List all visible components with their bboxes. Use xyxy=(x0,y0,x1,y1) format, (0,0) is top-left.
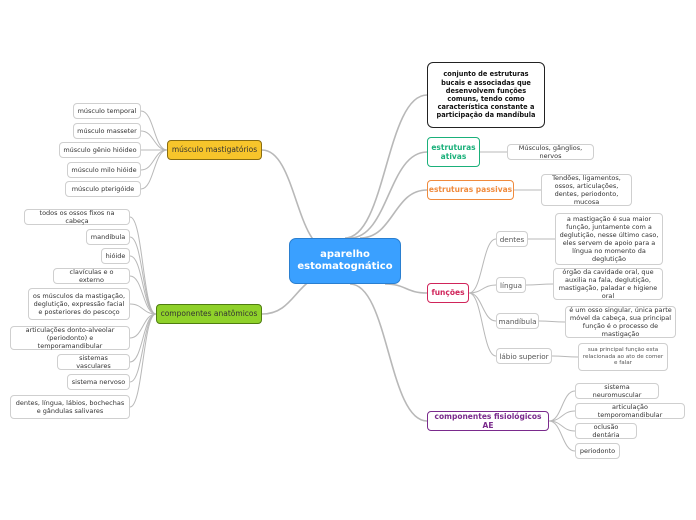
function-detail[interactable]: é um osso singular, única parte móvel da… xyxy=(565,306,676,338)
list-item[interactable]: periodonto xyxy=(575,443,620,459)
list-item[interactable]: Tendões, ligamentos, ossos, articulações… xyxy=(541,174,632,206)
central-topic[interactable]: aparelho estomatognático xyxy=(289,238,401,284)
connector-line xyxy=(548,410,576,422)
connector-line xyxy=(359,189,428,239)
connector-line xyxy=(551,355,579,358)
topic-componentes-fisiologicos[interactable]: componentes fisiológicos AE xyxy=(427,411,549,431)
connector-line xyxy=(129,313,157,408)
connector-line xyxy=(525,283,554,286)
connector-line xyxy=(140,149,168,190)
connector-line xyxy=(129,303,157,315)
list-item[interactable]: oclusão dentária xyxy=(575,423,637,439)
connector-line xyxy=(548,420,576,452)
function-labio-superior[interactable]: lábio superior xyxy=(496,348,552,364)
list-item[interactable]: músculo milo hióide xyxy=(67,162,141,178)
definition-box[interactable]: conjunto de estruturas bucais e associad… xyxy=(427,62,545,128)
list-item[interactable]: todos os ossos fixos na cabeça xyxy=(24,209,130,225)
connector-line xyxy=(129,236,157,315)
list-item[interactable]: sistema nervoso xyxy=(67,374,130,390)
connector-line xyxy=(129,216,157,315)
connector-line xyxy=(140,130,168,151)
connector-line xyxy=(140,110,168,151)
list-item[interactable]: músculo masseter xyxy=(73,123,141,139)
list-item[interactable]: dentes, língua, lábios, bochechas e gând… xyxy=(10,395,130,419)
function-detail[interactable]: órgão da cavidade oral, que auxilia na f… xyxy=(553,268,663,300)
topic-estruturas-ativas[interactable]: estruturas ativas xyxy=(427,137,480,167)
function-mandibula[interactable]: mandíbula xyxy=(496,313,539,329)
connector-line xyxy=(344,94,428,239)
topic-componentes-anatomicos[interactable]: componentes anatômicos xyxy=(156,304,262,324)
connector-line xyxy=(129,313,157,363)
connector-line xyxy=(384,283,428,294)
list-item[interactable]: músculo temporal xyxy=(73,103,141,119)
list-item[interactable]: hióide xyxy=(101,248,130,264)
topic-musculo-mastigatorios[interactable]: músculo mastigatórios xyxy=(167,140,262,160)
connector-line xyxy=(468,292,497,322)
function-detail[interactable]: sua principal função esta relacionada ao… xyxy=(578,343,668,371)
connector-line xyxy=(261,149,331,251)
list-item[interactable]: clavículas e o externo xyxy=(53,268,130,284)
list-item[interactable]: sistemas vasculares xyxy=(57,354,130,370)
connector-line xyxy=(538,320,566,323)
connector-line xyxy=(129,313,157,383)
connector-line xyxy=(349,151,428,239)
connector-line xyxy=(468,292,497,357)
connector-line xyxy=(349,283,428,422)
list-item[interactable]: articulação temporomandibular xyxy=(575,403,685,419)
function-dentes[interactable]: dentes xyxy=(496,231,528,247)
connector-line xyxy=(548,390,576,422)
connector-line xyxy=(129,275,157,315)
list-item[interactable]: os músculos da mastigação, deglutição, e… xyxy=(28,288,130,320)
list-item[interactable]: sistema neuromuscular xyxy=(575,383,659,399)
function-detail[interactable]: a mastigação é sua maior função, juntame… xyxy=(555,213,663,265)
topic-estruturas-passivas[interactable]: estruturas passivas xyxy=(427,180,514,200)
list-item[interactable]: músculo gênio hióideo xyxy=(59,142,141,158)
connector-line xyxy=(468,284,497,294)
function-lingua[interactable]: língua xyxy=(496,277,526,293)
connector-line xyxy=(468,238,497,294)
list-item[interactable]: mandíbula xyxy=(86,229,130,245)
list-item[interactable]: músculo pterigóide xyxy=(65,181,141,197)
connector-line xyxy=(140,149,168,171)
list-item[interactable]: articulações donto-alveolar (periodonto)… xyxy=(10,326,130,350)
list-item[interactable]: Músculos, gânglios, nervos xyxy=(507,144,594,160)
topic-funcoes[interactable]: funções xyxy=(427,283,469,303)
